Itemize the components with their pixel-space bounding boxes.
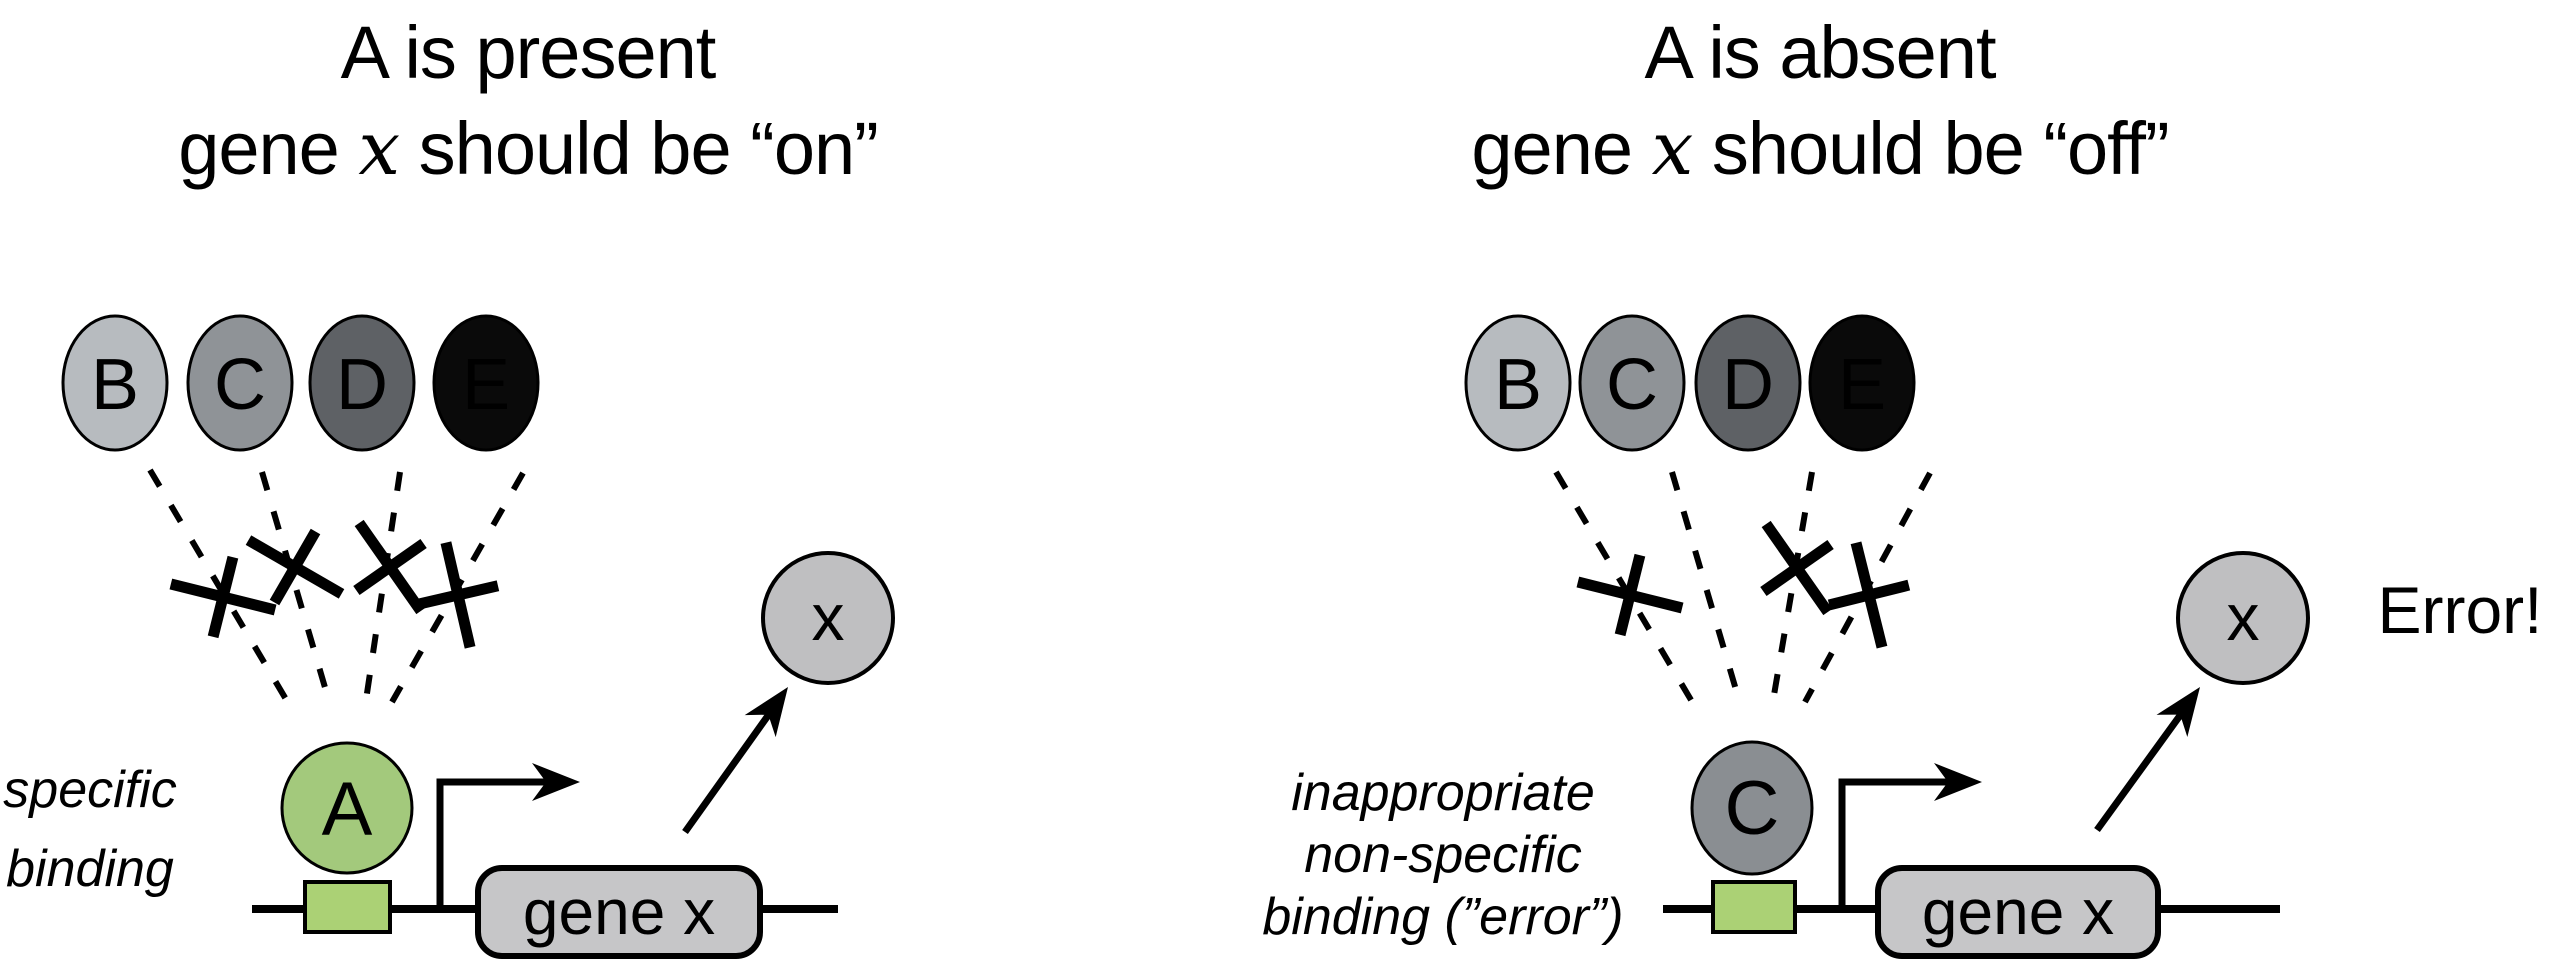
left-panel-title-line2: gene x should be “on” [178, 106, 878, 192]
left-promoter-arrowhead [532, 763, 580, 801]
right-panel-title-line1: A is absent [1644, 11, 1996, 94]
right-error-label: Error! [2378, 573, 2543, 647]
left-binding-site [303, 880, 392, 934]
right-binding-label-line1: inappropriate [1291, 764, 1595, 822]
right-bound-c-circle [1690, 740, 1814, 876]
right-factor-e-letter: E [1838, 345, 1886, 425]
right-factor-b-letter: B [1494, 345, 1542, 425]
left-factor-d-letter: D [336, 345, 388, 425]
left-binding-label-line1: specific [3, 761, 176, 819]
right-gene-x-label: gene x [1922, 876, 2114, 948]
right-factor-e-circle [1808, 314, 1916, 452]
left-dashed-line-c [259, 471, 334, 709]
left-x-mark-d [353, 519, 427, 615]
right-x-mark-d [1760, 520, 1834, 616]
left-factor-b-circle [61, 314, 169, 452]
left-panel: A is present gene x should be “on” B [3, 11, 895, 959]
right-promoter-arrowhead [1934, 763, 1982, 801]
right-x-mark-b [1576, 553, 1684, 637]
left-x-mark-c [245, 528, 345, 606]
right-binding-label-line2: non-specific [1304, 826, 1581, 884]
left-factor-e-circle [432, 314, 540, 452]
left-factor-e-letter: E [462, 345, 510, 425]
left-expression-arrow [682, 707, 775, 835]
left-product-x-letter: x [812, 580, 845, 654]
right-promoter-arrow [1838, 778, 1952, 905]
left-gene-x-box [475, 865, 763, 959]
right-factor-d-letter: D [1722, 345, 1774, 425]
right-expression-arrowhead [2156, 687, 2200, 738]
right-factor-b-circle [1464, 314, 1572, 452]
left-factor-d-circle [308, 314, 416, 452]
right-panel: A is absent gene x should be “off” B C D… [1262, 11, 2543, 959]
left-activator-a-circle [280, 741, 414, 875]
left-gene-x-label: gene x [523, 876, 715, 948]
left-product-x-circle [761, 551, 895, 685]
right-binding-site [1711, 880, 1797, 934]
right-gene-x-box [1875, 865, 2161, 959]
right-expression-arrow [2094, 707, 2187, 833]
left-factor-b-letter: B [91, 345, 139, 425]
right-factor-c-circle [1578, 314, 1686, 452]
left-factor-c-circle [186, 314, 294, 452]
right-binding-label-line3: binding (”error”) [1262, 888, 1623, 946]
left-x-mark-b [169, 555, 277, 639]
left-promoter-arrow [436, 778, 550, 905]
left-expression-arrowhead [744, 687, 788, 738]
left-factor-c-letter: C [214, 345, 266, 425]
left-x-mark-e [416, 541, 500, 649]
left-panel-title-line1: A is present [341, 11, 717, 94]
right-bound-c-letter: C [1725, 766, 1780, 851]
right-panel-title-line2: gene x should be “off” [1471, 106, 2168, 192]
right-dashed-line-c [1669, 471, 1742, 701]
right-factor-c-letter: C [1606, 345, 1658, 425]
right-product-x-letter: x [2227, 580, 2260, 654]
left-binding-label-line2: binding [6, 840, 174, 898]
left-activator-a-letter: A [322, 767, 373, 852]
right-factor-d-circle [1694, 314, 1802, 452]
right-x-mark-e [1827, 541, 1911, 649]
right-product-x-circle [2176, 551, 2310, 685]
